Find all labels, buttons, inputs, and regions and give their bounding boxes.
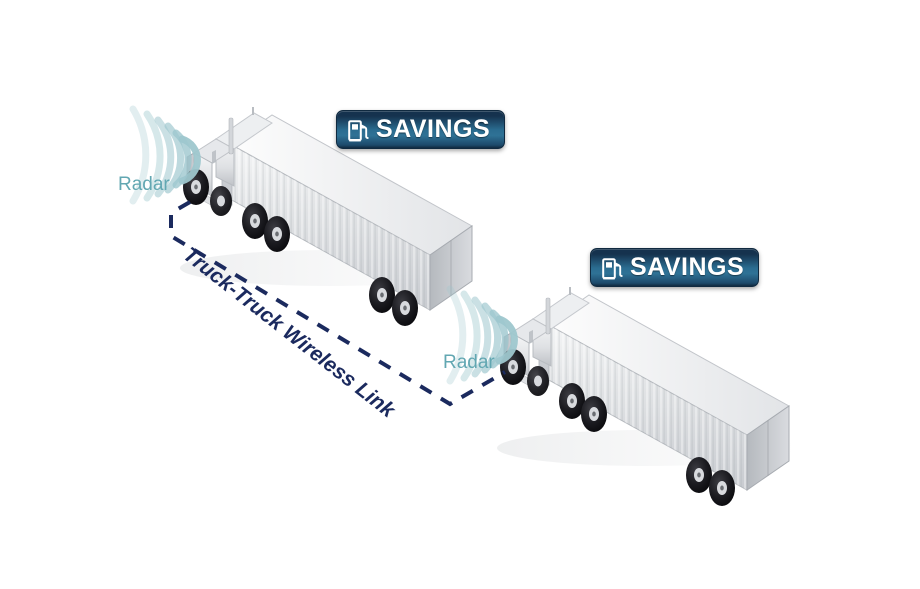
radar-waves — [129, 105, 201, 205]
radar-label-text: Radar — [443, 352, 495, 373]
savings-badge-label: SAVINGS — [376, 115, 491, 143]
radar-label-lead: Radar — [118, 174, 170, 196]
trailer-side-ribs — [547, 324, 747, 490]
fuel-pump-icon — [602, 257, 623, 279]
savings-badge-label: SAVINGS — [630, 253, 745, 281]
wireless-link-dashes — [169, 200, 507, 407]
trailer-front-wheels — [559, 383, 607, 432]
radar-label-following: Radar — [443, 352, 495, 374]
trailer-rear-wheels — [369, 277, 418, 326]
cab-drive-wheels — [210, 186, 232, 216]
cab-antenna — [252, 107, 254, 115]
radar-waves — [446, 285, 518, 385]
radar-label-text: Radar — [118, 174, 170, 195]
cab-windshield — [529, 330, 533, 344]
savings-badge-following[interactable]: SAVINGS — [590, 248, 760, 287]
savings-badge-lead[interactable]: SAVINGS — [336, 110, 506, 149]
fuel-pump-icon — [348, 119, 369, 141]
cab-exhaust-stack — [228, 117, 234, 155]
trailer-side-ribs — [230, 144, 430, 310]
wireless-link-path — [169, 200, 507, 407]
trailer-rear-wheels — [686, 457, 735, 506]
cab-drive-wheels — [527, 366, 549, 396]
cab-windshield — [212, 150, 216, 164]
lead-truck — [129, 105, 480, 326]
following-truck — [446, 285, 797, 506]
cab-antenna — [569, 287, 571, 295]
cab-exhaust-stack — [545, 297, 551, 335]
trailer-front-wheels — [242, 203, 290, 252]
